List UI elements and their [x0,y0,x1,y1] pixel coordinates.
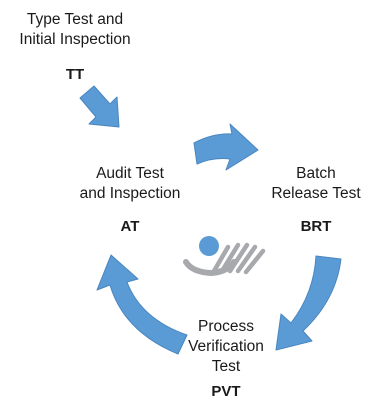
at-title-line1: Audit Test [96,165,164,182]
brt-abbr: BRT [300,218,332,235]
logo-dot [199,236,219,256]
tt-title-line1: Type Test and [26,11,124,28]
brt-to-pvt-arrow [275,255,342,351]
pvt-title-line2: Verification [188,338,264,355]
tt-entry-arrow [79,85,120,128]
logo-stripe-5 [243,248,266,275]
logo-stripes [183,259,237,277]
tt-title-line2: Initial Inspection [19,31,131,48]
at-title-line2: and Inspection [79,185,181,202]
brt-title-line2: Release Test [271,185,361,202]
logo-stripe-2 [219,242,241,274]
logo-stripe-1 [211,244,231,274]
at-title: Audit Test and Inspection [60,164,200,204]
pvt-title-line3: Test [211,358,241,375]
tt-abbr: TT [65,66,85,83]
pvt-abbr: PVT [211,383,241,400]
at-to-brt-arrow [193,123,259,171]
tt-title: Type Test and Initial Inspection [0,10,150,50]
logo [183,236,266,277]
pvt-title: Process Verification Test [171,317,281,377]
brt-title: Batch Release Test [262,164,370,204]
pvt-title-line1: Process [198,318,254,335]
logo-stripe-3 [227,242,250,274]
pvt-to-at-arrow [96,254,188,355]
at-abbr: AT [120,218,140,235]
logo-stripe-4 [235,244,258,274]
brt-title-line1: Batch [296,165,336,182]
